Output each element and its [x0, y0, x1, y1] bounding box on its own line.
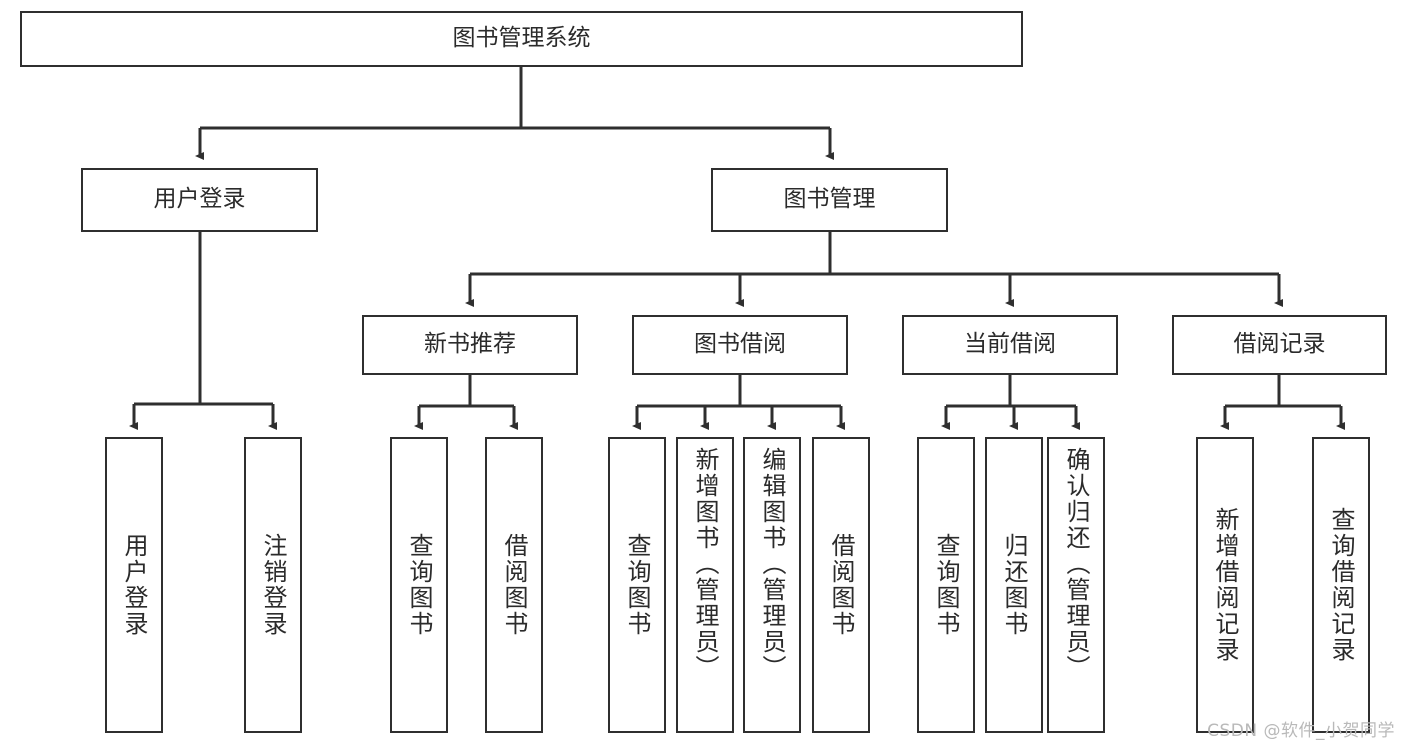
- node-label: 确认归还（管理员）: [1062, 447, 1090, 681]
- leaf-query-book-recommend[interactable]: 查询图书: [390, 437, 448, 733]
- node-label: 借阅图书: [827, 533, 855, 637]
- node-label: 当前借阅: [964, 331, 1056, 358]
- node-label: 用户登录: [120, 533, 148, 637]
- node-label: 借阅图书: [500, 533, 528, 637]
- node-label: 用户登录: [153, 186, 246, 213]
- leaf-logout[interactable]: 注销登录: [244, 437, 302, 733]
- leaf-query-borrow-record[interactable]: 查询借阅记录: [1312, 437, 1370, 733]
- node-label: 编辑图书（管理员）: [758, 447, 786, 681]
- node-label: 新增图书（管理员）: [691, 447, 719, 681]
- leaf-user-login[interactable]: 用户登录: [105, 437, 163, 733]
- node-label: 查询图书: [405, 533, 433, 637]
- leaf-return-book[interactable]: 归还图书: [985, 437, 1043, 733]
- leaf-edit-book-admin[interactable]: 编辑图书（管理员）: [743, 437, 801, 733]
- node-current-borrow[interactable]: 当前借阅: [902, 315, 1118, 375]
- leaf-add-borrow-record[interactable]: 新增借阅记录: [1196, 437, 1254, 733]
- node-label: 注销登录: [259, 533, 287, 637]
- node-label: 查询借阅记录: [1327, 507, 1355, 663]
- node-user-login[interactable]: 用户登录: [81, 168, 318, 232]
- node-label: 归还图书: [1000, 533, 1028, 637]
- node-book-borrow[interactable]: 图书借阅: [632, 315, 848, 375]
- node-root-book-management-system[interactable]: 图书管理系统: [20, 11, 1023, 67]
- leaf-confirm-return-admin[interactable]: 确认归还（管理员）: [1047, 437, 1105, 733]
- node-new-book-recommend[interactable]: 新书推荐: [362, 315, 578, 375]
- node-label: 图书管理: [783, 186, 876, 213]
- node-label: 新增借阅记录: [1211, 507, 1239, 663]
- leaf-add-book-admin[interactable]: 新增图书（管理员）: [676, 437, 734, 733]
- node-label: 查询图书: [623, 533, 651, 637]
- node-label: 图书管理系统: [452, 25, 591, 52]
- node-book-management[interactable]: 图书管理: [711, 168, 948, 232]
- watermark: CSDN @软件_小贺同学: [1207, 721, 1395, 741]
- node-borrow-record[interactable]: 借阅记录: [1172, 315, 1387, 375]
- node-label: 新书推荐: [424, 331, 516, 358]
- leaf-borrow-book[interactable]: 借阅图书: [812, 437, 870, 733]
- leaf-query-book-borrow[interactable]: 查询图书: [608, 437, 666, 733]
- node-label: 查询图书: [932, 533, 960, 637]
- node-label: 图书借阅: [694, 331, 786, 358]
- leaf-query-book-current[interactable]: 查询图书: [917, 437, 975, 733]
- node-label: 借阅记录: [1233, 331, 1326, 358]
- leaf-borrow-book-recommend[interactable]: 借阅图书: [485, 437, 543, 733]
